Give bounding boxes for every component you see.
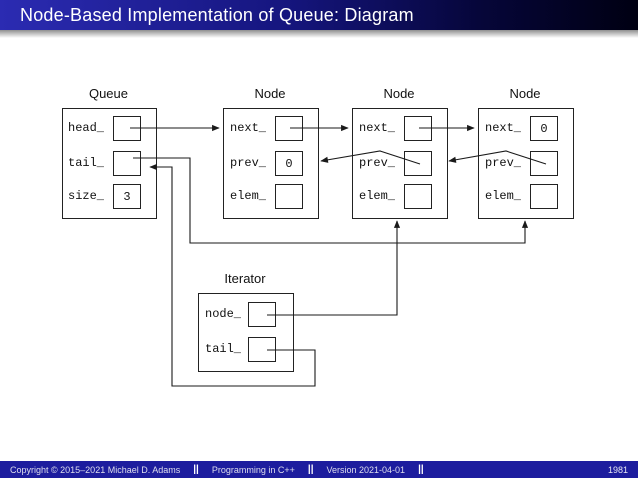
footer-separator-2: ||: [307, 464, 314, 475]
footer-version: Version 2021-04-01: [326, 464, 406, 475]
queue-field-tail: tail_: [68, 156, 105, 170]
node1-elem-value-box: [275, 184, 303, 209]
node2-prev-value-box: [404, 151, 432, 176]
node1-field-elem: elem_: [230, 189, 267, 203]
queue-field-size: size_: [68, 189, 105, 203]
queue-struct-label: Queue: [88, 86, 129, 101]
iterator-node-value-box: [248, 302, 276, 327]
iterator-field-node: node_: [205, 307, 242, 321]
footer-separator-1: ||: [193, 464, 199, 475]
iterator-struct-label: Iterator: [224, 271, 266, 286]
node3-field-next: next_: [485, 121, 522, 135]
footer-course: Programming in C++: [211, 464, 295, 475]
node3-field-prev: prev_: [485, 156, 522, 170]
queue-field-head: head_: [68, 121, 105, 135]
node1-field-next: next_: [230, 121, 267, 135]
queue-head-value-box: [113, 116, 141, 141]
slide-title: Node-Based Implementation of Queue: Diag…: [20, 4, 414, 25]
footer-separator-3: ||: [418, 464, 424, 475]
node3-elem-value-box: [530, 184, 558, 209]
footer-page-number: 1981: [607, 464, 628, 475]
arrow-queue-tail-to-node3: [133, 157, 529, 244]
node1-next-value-box: [275, 116, 303, 141]
node2-next-value-box: [404, 116, 432, 141]
node2-field-prev: prev_: [359, 156, 396, 170]
node3-struct-label: Node: [509, 86, 541, 101]
queue-size-value-box: 3: [113, 184, 141, 209]
node2-elem-value-box: [404, 184, 432, 209]
node2-struct-label: Node: [383, 86, 415, 101]
node3-prev-value-box: [530, 151, 558, 176]
footer-bar: Copyright © 2015–2021 Michael D. Adams |…: [0, 461, 638, 478]
node3-next-value-box: 0: [530, 116, 558, 141]
title-bar-shadow: [0, 30, 638, 38]
node3-field-elem: elem_: [485, 189, 522, 203]
iterator-field-tail: tail_: [205, 342, 242, 356]
queue-tail-value-box: [113, 151, 141, 176]
footer-copyright: Copyright © 2015–2021 Michael D. Adams: [10, 464, 181, 475]
node2-field-next: next_: [359, 121, 396, 135]
node2-field-elem: elem_: [359, 189, 396, 203]
node1-struct-label: Node: [254, 86, 286, 101]
node1-field-prev: prev_: [230, 156, 267, 170]
title-bar: Node-Based Implementation of Queue: Diag…: [0, 0, 638, 30]
node1-prev-value-box: 0: [275, 151, 303, 176]
iterator-tail-value-box: [248, 337, 276, 362]
